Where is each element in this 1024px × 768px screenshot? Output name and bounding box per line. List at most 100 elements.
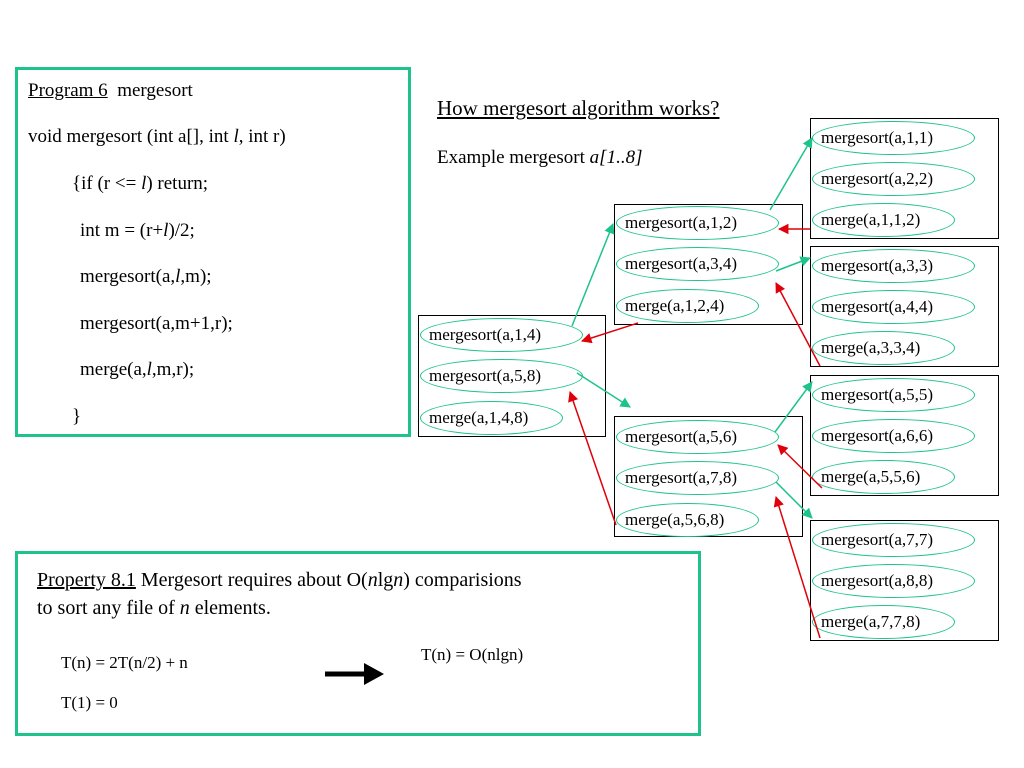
code-text: ,m); bbox=[180, 266, 212, 287]
node-right-merge: merge(a,5,6,8) bbox=[625, 510, 725, 529]
node-ll-ms1: mergesort(a,1,1) bbox=[821, 128, 934, 147]
program-line-ms2: mergesort(a,m+1,r); bbox=[80, 313, 233, 335]
return-arrow bbox=[775, 282, 821, 367]
property-line-1: Property 8.1 Mergesort requires about O(… bbox=[37, 569, 522, 591]
property-text: lg bbox=[377, 569, 394, 591]
node-rr-ms2: mergesort(a,8,8) bbox=[821, 571, 934, 590]
code-text: ,m,r); bbox=[151, 359, 195, 380]
program-line-m: int m = (r+l)/2; bbox=[80, 220, 195, 242]
node-ellipse bbox=[812, 564, 975, 598]
code-var: l bbox=[141, 173, 147, 194]
program-line-if: {if (r <= l) return; bbox=[72, 173, 208, 195]
node-rl-ms2: mergesort(a,6,6) bbox=[821, 426, 934, 445]
code-text: } bbox=[72, 406, 82, 427]
call-arrow bbox=[775, 481, 813, 519]
node-root-ms1: mergesort(a,1,4) bbox=[429, 325, 542, 344]
node-ellipse bbox=[812, 249, 975, 283]
diagram-title: How mergesort algorithm works? bbox=[437, 97, 719, 119]
node-ellipse bbox=[616, 247, 779, 281]
code-text: )/2; bbox=[168, 220, 195, 241]
program-name: mergesort bbox=[117, 80, 193, 101]
call-arrow bbox=[571, 223, 615, 327]
node-ellipse bbox=[812, 605, 955, 639]
node-ellipse bbox=[812, 331, 955, 365]
return-arrow bbox=[777, 444, 823, 489]
program-line-merge: merge(a,l,m,r); bbox=[80, 359, 194, 381]
call-arrow bbox=[769, 137, 813, 211]
node-rr-merge: merge(a,7,7,8) bbox=[821, 612, 921, 631]
program-line-ms1: mergesort(a,l,m); bbox=[80, 266, 212, 288]
code-text: ) return; bbox=[146, 173, 209, 194]
result-formula: T(n) = O(nlgn) bbox=[421, 645, 524, 664]
node-ellipse bbox=[812, 378, 975, 412]
property-var: n bbox=[367, 569, 378, 591]
node-ellipse bbox=[420, 401, 563, 435]
code-text: merge(a, bbox=[80, 359, 147, 380]
return-arrow bbox=[773, 495, 821, 639]
code-var: l bbox=[175, 266, 181, 287]
return-arrow bbox=[568, 391, 617, 526]
property-var: n bbox=[393, 569, 404, 591]
call-arrow bbox=[576, 372, 631, 408]
example-line: Example mergesort a[1..8] bbox=[437, 147, 642, 169]
program-box: Program 6 mergesort void mergesort (int … bbox=[15, 67, 411, 437]
code-text: mergesort(a,m+1,r); bbox=[80, 313, 233, 334]
node-lr-ms2: mergesort(a,4,4) bbox=[821, 297, 934, 316]
node-right-ms1: mergesort(a,5,6) bbox=[625, 427, 738, 446]
code-var: l bbox=[233, 126, 239, 147]
code-var: l bbox=[146, 359, 152, 380]
node-ellipse bbox=[812, 523, 975, 557]
node-rl-merge: merge(a,5,5,6) bbox=[821, 467, 921, 486]
recurrence-2: T(1) = 0 bbox=[61, 693, 118, 712]
node-ellipse bbox=[616, 206, 779, 240]
program-line-signature: void mergesort (int a[], int l, int r) bbox=[28, 126, 286, 148]
property-var: n bbox=[179, 597, 190, 619]
program-line-close: } bbox=[72, 406, 81, 428]
node-ellipse bbox=[616, 461, 779, 495]
node-root-ms2: mergesort(a,5,8) bbox=[429, 366, 542, 385]
node-lr-ms1: mergesort(a,3,3) bbox=[821, 256, 934, 275]
code-text: void mergesort (int a[], int bbox=[28, 126, 234, 147]
node-ellipse bbox=[616, 420, 779, 454]
node-ellipse bbox=[812, 460, 955, 494]
property-text: ) comparisions bbox=[403, 569, 522, 591]
diagram-title-text: How mergesort algorithm works? bbox=[437, 96, 720, 120]
code-text: mergesort(a, bbox=[80, 266, 176, 287]
property-text: elements. bbox=[189, 597, 271, 619]
node-ellipse bbox=[812, 419, 975, 453]
code-text: {if (r <= bbox=[72, 173, 142, 194]
return-arrow bbox=[581, 322, 639, 344]
node-left-ms2: mergesort(a,3,4) bbox=[625, 254, 738, 273]
node-root-merge: merge(a,1,4,8) bbox=[429, 408, 529, 427]
node-ellipse bbox=[812, 203, 955, 237]
example-prefix: Example mergesort bbox=[437, 147, 590, 168]
node-ellipse bbox=[812, 162, 975, 196]
node-ll-ms2: mergesort(a,2,2) bbox=[821, 169, 934, 188]
recurrence-1: T(n) = 2T(n/2) + n bbox=[61, 653, 188, 672]
node-rr-ms1: mergesort(a,7,7) bbox=[821, 530, 934, 549]
call-arrow bbox=[774, 381, 813, 433]
example-array: a bbox=[589, 147, 600, 168]
node-left-merge: merge(a,1,2,4) bbox=[625, 296, 725, 315]
node-lr-merge: merge(a,3,3,4) bbox=[821, 338, 921, 357]
node-ellipse bbox=[616, 503, 759, 537]
code-var: l bbox=[163, 220, 169, 241]
property-text: to sort any file of bbox=[37, 597, 180, 619]
node-rl-ms1: mergesort(a,5,5) bbox=[821, 385, 934, 404]
property-box: Property 8.1 Mergesort requires about O(… bbox=[15, 551, 701, 736]
property-line-2: to sort any file of n elements. bbox=[37, 597, 271, 619]
call-arrow bbox=[775, 256, 811, 272]
code-text: , int r) bbox=[238, 126, 286, 147]
code-text: int m = (r+ bbox=[80, 220, 164, 241]
node-ll-merge: merge(a,1,1,2) bbox=[821, 210, 921, 229]
program-title: Program 6 bbox=[28, 80, 108, 101]
node-right-ms2: mergesort(a,7,8) bbox=[625, 468, 738, 487]
property-text: Mergesort requires about O( bbox=[135, 569, 368, 591]
implies-arrowhead bbox=[364, 663, 384, 685]
node-ellipse bbox=[812, 290, 975, 324]
node-left-ms1: mergesort(a,1,2) bbox=[625, 213, 738, 232]
program-title-line: Program 6 mergesort bbox=[28, 80, 193, 102]
property-title: Property 8.1 bbox=[37, 569, 136, 591]
example-range: [1..8] bbox=[599, 147, 643, 168]
